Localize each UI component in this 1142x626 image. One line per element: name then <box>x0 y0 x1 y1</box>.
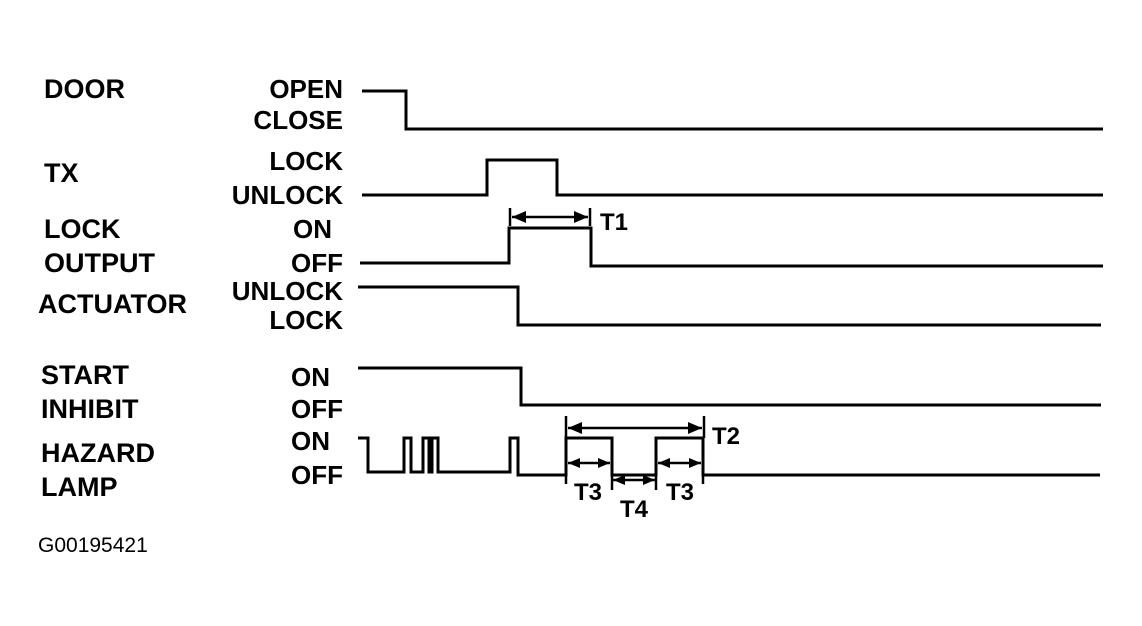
state-label-lock-output-off: OFF <box>291 248 343 278</box>
t3-first-arrow-left <box>568 458 580 468</box>
state-label-door-close: CLOSE <box>253 105 343 135</box>
t1-arrow-right <box>574 211 588 223</box>
t1-arrow-left <box>512 211 526 223</box>
waveform-start-inhibit <box>358 366 1101 407</box>
figure-id: G00195421 <box>38 534 148 557</box>
waveform-door <box>362 89 1103 131</box>
t1-label: T1 <box>600 209 628 236</box>
state-label-hazard-lamp-off: OFF <box>291 460 343 490</box>
state-label-tx-lock: LOCK <box>269 146 343 176</box>
waveform-actuator <box>358 285 1101 327</box>
state-label-tx-unlock: UNLOCK <box>232 180 343 210</box>
signal-name-hazard-lamp-line2: LAMP <box>41 472 118 502</box>
t3-second-arrow-right <box>689 458 701 468</box>
waveform-lock-output <box>360 226 1103 268</box>
state-label-start-inhibit-on: ON <box>291 362 330 392</box>
t2-label: T2 <box>712 423 740 450</box>
signal-name-lock-output-line1: LOCK <box>44 214 121 244</box>
state-label-actuator-lock: LOCK <box>269 305 343 335</box>
state-label-start-inhibit-off: OFF <box>291 394 343 424</box>
signal-name-door: DOOR <box>44 74 125 104</box>
state-label-hazard-lamp-on: ON <box>291 426 330 456</box>
signal-name-tx: TX <box>44 158 79 188</box>
state-label-actuator-unlock: UNLOCK <box>232 276 343 306</box>
signal-name-actuator: ACTUATOR <box>38 289 187 319</box>
t4-label: T4 <box>620 496 649 523</box>
t2-arrow-left <box>568 422 582 434</box>
t3-second-label: T3 <box>666 479 694 506</box>
t3-first-label: T3 <box>574 479 602 506</box>
signal-name-hazard-lamp-line1: HAZARD <box>41 438 155 468</box>
state-label-lock-output-on: ON <box>293 214 332 244</box>
signal-name-lock-output-line2: OUTPUT <box>44 248 156 278</box>
state-label-door-open: OPEN <box>269 74 343 104</box>
signal-name-start-inhibit-line1: START <box>41 360 129 390</box>
t4-arrow-left <box>613 475 625 485</box>
signal-name-start-inhibit-line2: INHIBIT <box>41 394 139 424</box>
waveform-hazard-lamp <box>358 436 1100 477</box>
t3-second-arrow-left <box>658 458 670 468</box>
waveform-tx <box>362 158 1103 197</box>
t3-first-arrow-right <box>598 458 610 468</box>
t4-arrow-right <box>643 475 655 485</box>
t2-arrow-right <box>688 422 702 434</box>
